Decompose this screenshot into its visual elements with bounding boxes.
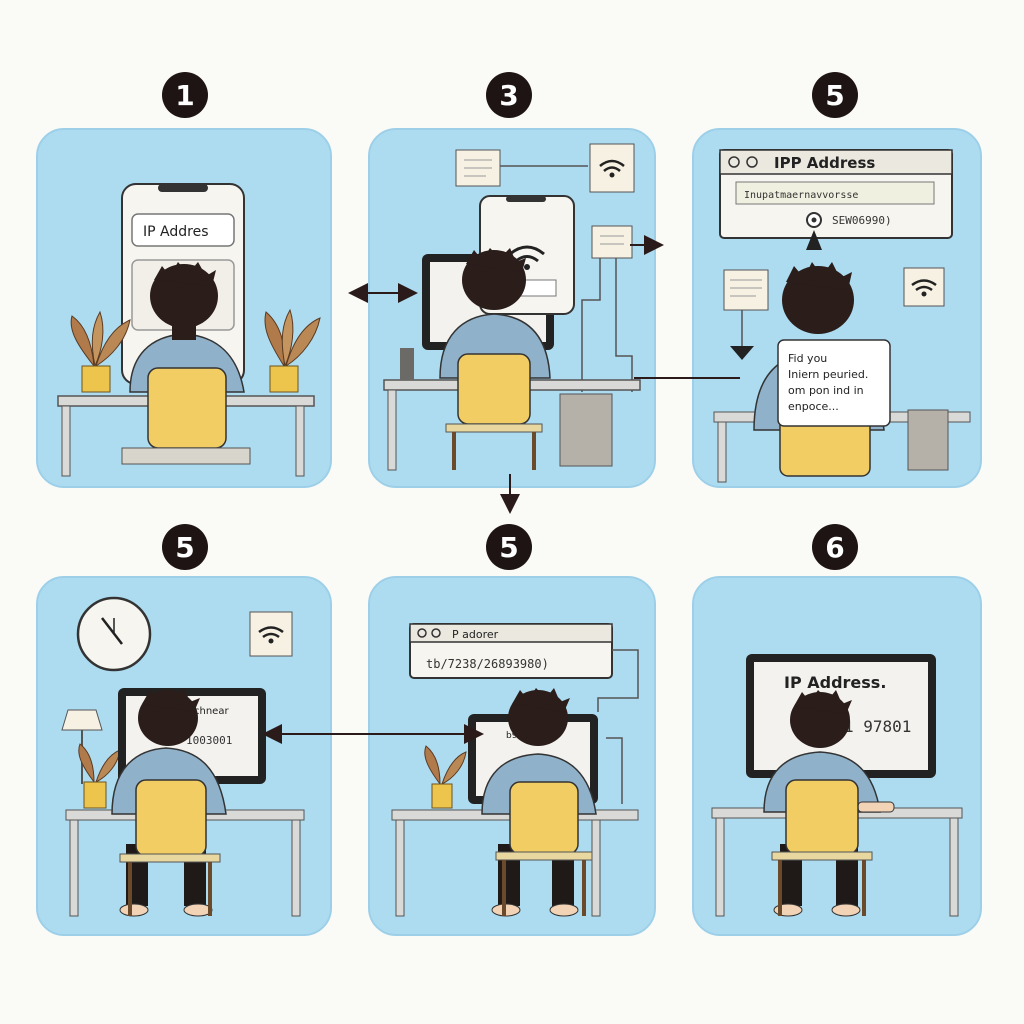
step-badge-3: 5 xyxy=(812,72,858,118)
chair xyxy=(445,353,543,470)
clock-icon xyxy=(76,596,152,672)
monitor-title-text: chnear xyxy=(194,706,229,717)
wifi-card xyxy=(589,143,635,193)
step-badge-5: 5 xyxy=(486,524,532,570)
instruction-note: Fid you Iniern peuried. om pon ind in en… xyxy=(777,339,891,427)
phone-ip-label: IP Addres xyxy=(143,224,208,240)
monitor-value-text: 1 97801 xyxy=(844,717,911,736)
note-line-1: Fid you xyxy=(788,352,827,365)
panel-5-illustration: P adorer tb/7238/26893980) b9 xyxy=(391,623,639,917)
step-badge-4: 5 xyxy=(162,524,208,570)
step-badge-2: 3 xyxy=(486,72,532,118)
monitor-value-text: 1003001 xyxy=(186,734,232,747)
step-badge-6: 6 xyxy=(812,524,858,570)
panel-step-1: IP Addres xyxy=(36,128,332,488)
panel-3-illustration: IPP Address Inupatmaernavvorsse SEW06990… xyxy=(713,149,971,483)
wifi-card xyxy=(903,267,945,307)
chair xyxy=(121,367,251,465)
panel-step-3 xyxy=(368,128,656,488)
ip-value-text: SEW06990) xyxy=(832,214,892,227)
panel-step-5b: P adorer tb/7238/26893980) b9 xyxy=(368,576,656,936)
ip-window: IPP Address Inupatmaernavvorsse SEW06990… xyxy=(719,149,953,250)
address-window-title: P adorer xyxy=(452,628,499,641)
chair xyxy=(495,781,593,916)
address-window: P adorer tb/7238/26893980) xyxy=(409,623,613,679)
plant-right xyxy=(264,308,321,393)
panel-1-illustration: IP Addres xyxy=(57,183,321,477)
pc-tower xyxy=(559,393,613,467)
panel-step-6: IP Address. 1 97801 xyxy=(692,576,982,936)
ip-field-text: Inupatmaernavvorsse xyxy=(744,190,858,201)
ip-window-title: IPP Address xyxy=(774,154,875,172)
step-badge-1: 1 xyxy=(162,72,208,118)
panel-step-4: chnear 1003001 xyxy=(36,576,332,936)
monitor-label-text: b9 xyxy=(506,731,518,741)
note-icon xyxy=(591,225,633,259)
panel-2-illustration xyxy=(383,143,641,471)
monitor-title-text: IP Address. xyxy=(784,673,886,692)
note-line-4: enpoce... xyxy=(788,400,839,413)
wifi-card xyxy=(249,611,293,657)
panel-4-illustration: chnear 1003001 xyxy=(61,596,305,917)
note-line-2: Iniern peuried. xyxy=(788,368,868,381)
panel-6-illustration: IP Address. 1 97801 xyxy=(711,654,963,917)
plant xyxy=(424,745,467,809)
address-field-text: tb/7238/26893980) xyxy=(426,657,549,671)
chair xyxy=(771,779,873,916)
note-line-3: om pon ind in xyxy=(788,384,864,397)
plant-left xyxy=(70,310,131,393)
chair xyxy=(119,779,221,916)
panel-step-5: IPP Address Inupatmaernavvorsse SEW06990… xyxy=(692,128,982,488)
document-icon xyxy=(455,149,501,187)
document-icon xyxy=(723,269,769,311)
